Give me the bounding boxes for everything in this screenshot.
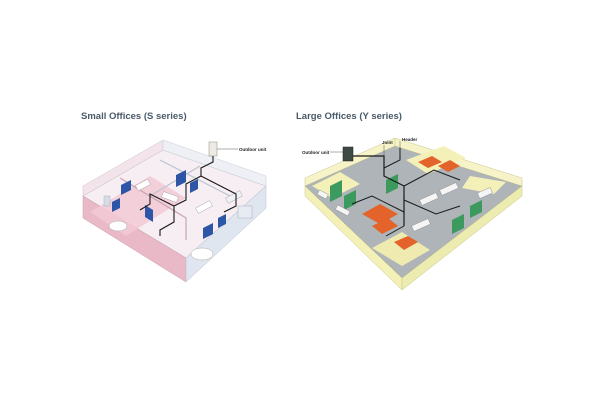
large-office-desk xyxy=(411,218,431,232)
large-office-front-wall-right xyxy=(401,185,523,291)
large-offices-title: Large Offices (Y series) xyxy=(296,111,402,122)
small-office-desk xyxy=(135,178,151,192)
large-office-refrigerant-pipe xyxy=(385,225,405,237)
small-office-cabinet xyxy=(237,205,253,219)
large-office-room xyxy=(462,176,506,194)
large-office-desk xyxy=(419,192,439,206)
small-office-refrigerant-pipe xyxy=(139,193,175,211)
large-office-orange-desk xyxy=(394,236,418,250)
large-office-refrigerant-pipe xyxy=(403,199,461,215)
small-office-blue-panel xyxy=(203,223,213,239)
small-office-desk xyxy=(161,191,179,203)
small-office-cabinet xyxy=(103,195,111,207)
large-outdoor-unit-label: Outdoor unit xyxy=(302,150,330,155)
small-office-partition xyxy=(159,159,231,197)
large-office-desk xyxy=(316,189,329,200)
large-outdoor-unit xyxy=(342,146,354,162)
small-offices-title: Small Offices (S series) xyxy=(81,111,187,122)
small-office-blue-panel xyxy=(121,180,131,195)
small-office-refrigerant-pipe xyxy=(159,156,214,236)
small-office-blue-panel xyxy=(176,170,186,187)
small-office-round-table xyxy=(108,220,128,232)
small-office-refrigerant-pipe xyxy=(200,175,237,213)
large-office-refrigerant-pipe xyxy=(403,169,461,187)
small-office-partition xyxy=(149,165,201,197)
small-office-desk xyxy=(195,200,213,214)
large-office-green-partition xyxy=(470,200,482,218)
large-header-label: Header xyxy=(402,137,418,142)
large-office-orange-desk xyxy=(372,218,398,234)
large-office-refrigerant-pipe xyxy=(351,195,405,213)
large-office-green-partition xyxy=(452,214,464,234)
large-office-orange-desk xyxy=(418,156,442,168)
small-office-blue-panel xyxy=(190,179,198,193)
small-office-blue-panel xyxy=(218,214,226,228)
small-office-blue-panel xyxy=(112,198,120,212)
small-outdoor-unit-label: Outdoor unit xyxy=(239,147,267,152)
large-office-refrigerant-pipe xyxy=(383,148,401,169)
large-office-room xyxy=(372,232,430,266)
small-office-partition xyxy=(119,177,187,240)
large-office-green-partition xyxy=(344,190,356,210)
small-office-side-wall xyxy=(162,139,267,187)
small-office-pink-room xyxy=(90,176,186,236)
large-office-green-partition xyxy=(330,180,342,202)
large-office-desk xyxy=(477,187,493,199)
large-office-desk xyxy=(439,182,459,196)
large-office-refrigerant-pipe xyxy=(353,155,405,226)
small-outdoor-unit xyxy=(208,141,218,157)
small-office-desk xyxy=(225,190,243,204)
large-joint-label: Joint xyxy=(382,140,393,145)
small-office-round-table xyxy=(190,247,214,261)
large-office-side-wall xyxy=(394,137,523,187)
large-office-illustration: Outdoor unit Joint Header xyxy=(302,137,523,291)
large-office-orange-desk xyxy=(438,160,460,172)
large-office-desk xyxy=(335,204,351,217)
small-office-illustration: Outdoor unit xyxy=(82,139,267,283)
small-office-blue-panel xyxy=(145,205,153,222)
